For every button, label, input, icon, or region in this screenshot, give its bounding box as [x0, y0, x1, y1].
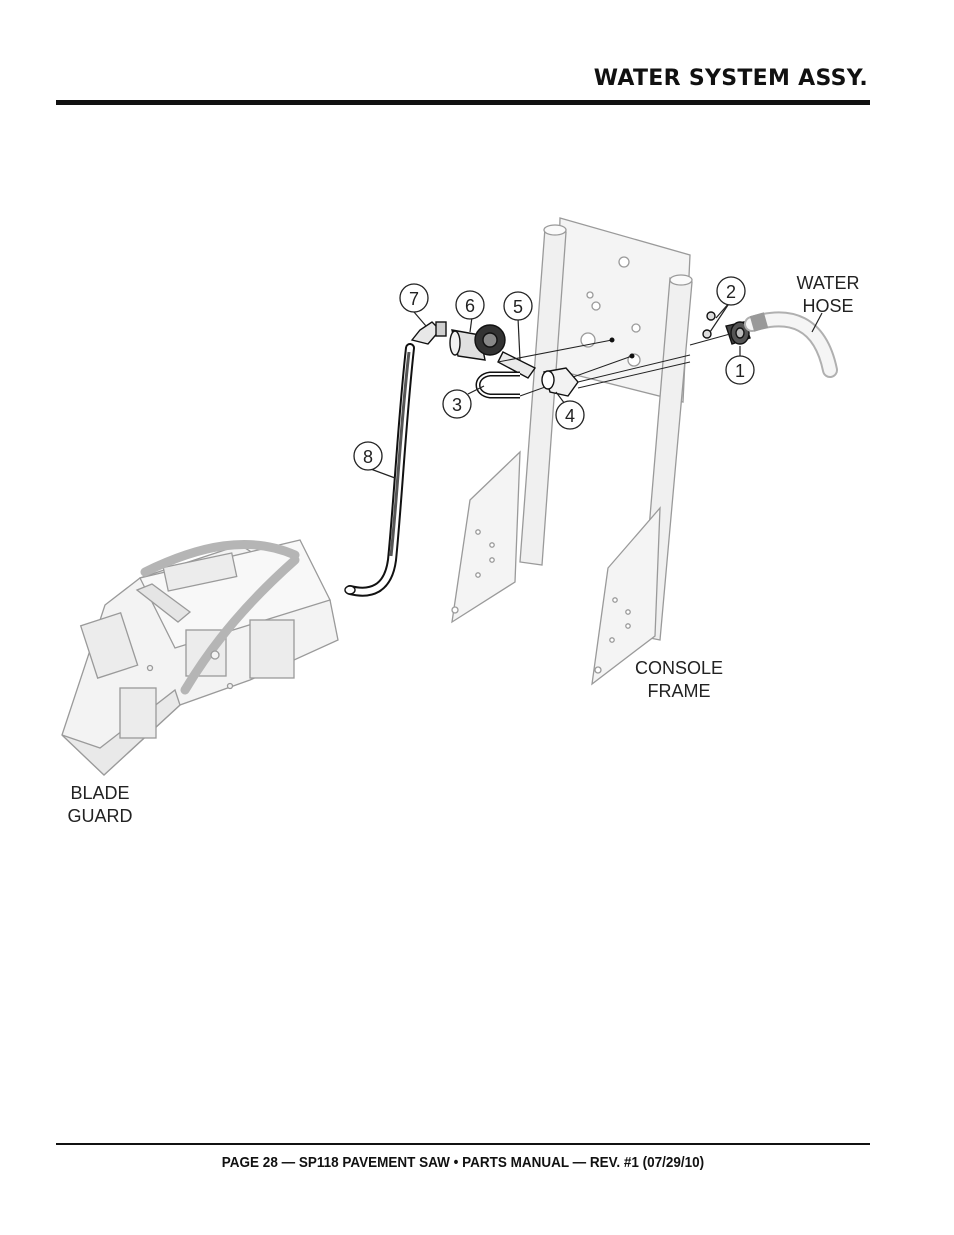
console-frame-label-line2: FRAME	[648, 681, 711, 701]
callout-3: 3	[442, 389, 472, 419]
console-frame	[451, 217, 693, 686]
callout-8: 8	[353, 441, 383, 471]
footer-rule	[56, 1143, 870, 1145]
callout-5: 5	[503, 291, 533, 321]
water-hose-label-line2: HOSE	[802, 296, 853, 316]
part-labels: WATER HOSE CONSOLE FRAME BLADE GUARD	[67, 273, 859, 826]
callout-3-text: 3	[452, 395, 462, 415]
blade-guard-label-line1: BLADE	[70, 783, 129, 803]
callout-6-text: 6	[465, 296, 475, 316]
callouts: 7 6 5 3 4 8 2 1	[353, 276, 755, 471]
page-footer: PAGE 28 — SP118 PAVEMENT SAW • PARTS MAN…	[221, 1154, 705, 1171]
blade-guard-label-line2: GUARD	[67, 806, 132, 826]
callout-7-text: 7	[409, 289, 419, 309]
water-parts	[344, 311, 751, 597]
console-frame-label-line1: CONSOLE	[635, 658, 723, 678]
callout-1-text: 1	[735, 361, 745, 381]
callout-6: 6	[455, 290, 485, 320]
water-hose	[744, 311, 838, 378]
page-title: WATER SYSTEM ASSY.	[593, 66, 868, 91]
callout-2-text: 2	[726, 282, 736, 302]
callout-4-text: 4	[565, 406, 575, 426]
blade-guard	[61, 539, 339, 776]
callout-7: 7	[399, 283, 429, 313]
callout-4: 4	[555, 400, 585, 430]
water-hose-label-line1: WATER	[797, 273, 860, 293]
callout-5-text: 5	[513, 297, 523, 317]
header-rule	[56, 100, 870, 105]
callout-1: 1	[725, 355, 755, 385]
callout-8-text: 8	[363, 447, 373, 467]
callout-2: 2	[716, 276, 746, 306]
